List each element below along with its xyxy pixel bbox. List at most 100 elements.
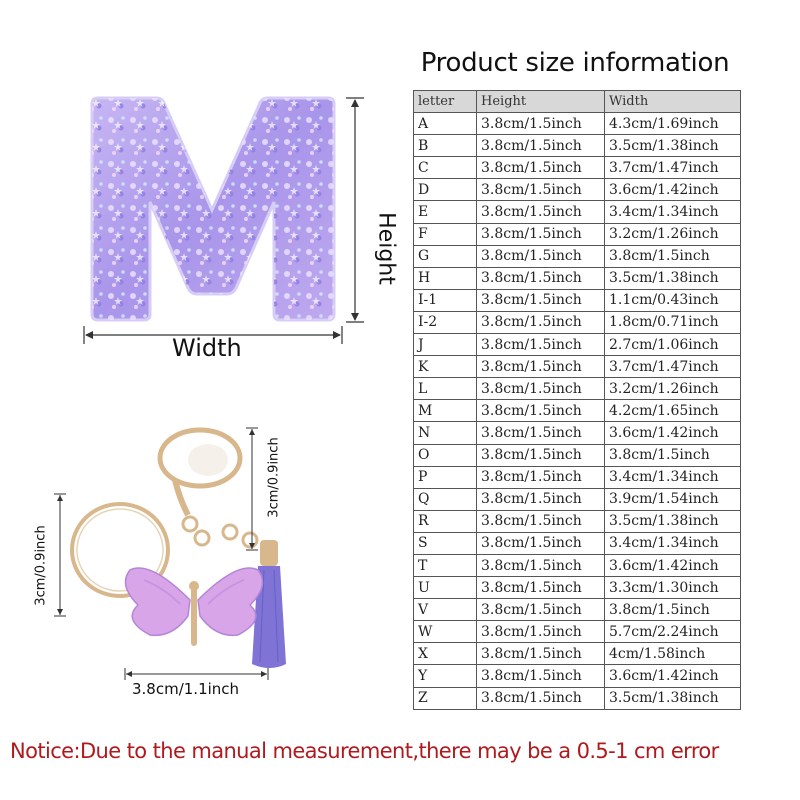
height-cell: 3.8cm/1.5inch bbox=[476, 421, 605, 445]
width-cell: 1.8cm/0.71inch bbox=[604, 310, 741, 335]
column-header-height: Height bbox=[476, 89, 605, 114]
letter-cell: E bbox=[413, 200, 477, 224]
letter-cell: S bbox=[413, 531, 477, 555]
height-cell: 3.8cm/1.5inch bbox=[476, 244, 605, 268]
letter-cell: M bbox=[413, 399, 477, 423]
height-cell: 3.8cm/1.5inch bbox=[476, 576, 605, 600]
height-label: Height bbox=[373, 212, 399, 285]
height-cell: 3.8cm/1.5inch bbox=[476, 465, 605, 489]
keychain-height-arrow-right bbox=[246, 427, 258, 551]
height-cell: 3.8cm/1.5inch bbox=[476, 598, 605, 622]
width-label: Width bbox=[172, 334, 242, 362]
letter-cell: O bbox=[413, 443, 477, 467]
height-cell: 3.8cm/1.5inch bbox=[476, 620, 605, 644]
width-cell: 3.5cm/1.38inch bbox=[604, 266, 741, 290]
width-cell: 4cm/1.58inch bbox=[604, 642, 741, 666]
width-cell: 3.4cm/1.34inch bbox=[604, 200, 741, 224]
butterfly-keychain-image bbox=[70, 427, 286, 668]
width-cell: 3.8cm/1.5inch bbox=[604, 598, 741, 622]
letter-cell: Z bbox=[413, 686, 477, 710]
height-dimension-arrow bbox=[346, 97, 364, 323]
height-cell: 3.8cm/1.5inch bbox=[476, 200, 605, 224]
letter-cell: V bbox=[413, 598, 477, 622]
letter-cell: B bbox=[413, 134, 477, 158]
width-cell: 4.3cm/1.69inch bbox=[604, 112, 741, 136]
height-cell: 3.8cm/1.5inch bbox=[476, 642, 605, 666]
width-cell: 3.4cm/1.34inch bbox=[604, 465, 741, 489]
table-header-row: letter Height Width bbox=[413, 89, 741, 114]
width-cell: 3.7cm/1.47inch bbox=[604, 355, 741, 379]
letter-cell: R bbox=[413, 509, 477, 533]
height-cell: 3.8cm/1.5inch bbox=[476, 399, 605, 423]
letter-cell: F bbox=[413, 222, 477, 246]
letter-cell: U bbox=[413, 576, 477, 600]
letter-cell: G bbox=[413, 244, 477, 268]
height-cell: 3.8cm/1.5inch bbox=[476, 333, 605, 357]
width-cell: 3.3cm/1.30inch bbox=[604, 576, 741, 600]
letter-cell: I-1 bbox=[413, 288, 477, 312]
width-cell: 3.6cm/1.42inch bbox=[604, 553, 741, 578]
keychain-height-label-right: 3cm/0.9inch bbox=[266, 437, 282, 518]
width-cell: 3.6cm/1.42inch bbox=[604, 178, 741, 202]
width-cell: 3.8cm/1.5inch bbox=[604, 443, 741, 467]
width-cell: 4.2cm/1.65inch bbox=[604, 399, 741, 423]
keychain-width-arrow bbox=[124, 668, 269, 680]
letter-cell: T bbox=[413, 553, 477, 578]
width-dimension-arrow bbox=[83, 326, 343, 344]
width-cell: 1.1cm/0.43inch bbox=[604, 288, 741, 312]
page-title: Product size information bbox=[420, 48, 730, 78]
height-cell: 3.8cm/1.5inch bbox=[476, 178, 605, 202]
letter-cell: K bbox=[413, 355, 477, 379]
height-cell: 3.8cm/1.5inch bbox=[476, 134, 605, 158]
letter-cell: P bbox=[413, 465, 477, 489]
height-cell: 3.8cm/1.5inch bbox=[476, 288, 605, 312]
height-cell: 3.8cm/1.5inch bbox=[476, 553, 605, 578]
width-cell: 3.6cm/1.42inch bbox=[604, 664, 741, 688]
height-cell: 3.8cm/1.5inch bbox=[476, 443, 605, 467]
letter-cell: I-2 bbox=[413, 310, 477, 335]
letter-cell: L bbox=[413, 377, 477, 401]
width-cell: 3.5cm/1.38inch bbox=[604, 686, 741, 710]
height-cell: 3.8cm/1.5inch bbox=[476, 377, 605, 401]
width-cell: 3.7cm/1.47inch bbox=[604, 156, 741, 180]
letter-cell: D bbox=[413, 178, 477, 202]
height-cell: 3.8cm/1.5inch bbox=[476, 266, 605, 290]
height-cell: 3.8cm/1.5inch bbox=[476, 664, 605, 688]
height-cell: 3.8cm/1.5inch bbox=[476, 531, 605, 555]
letter-cell: W bbox=[413, 620, 477, 644]
height-cell: 3.8cm/1.5inch bbox=[476, 156, 605, 180]
height-cell: 3.8cm/1.5inch bbox=[476, 355, 605, 379]
width-cell: 3.5cm/1.38inch bbox=[604, 509, 741, 533]
width-cell: 3.4cm/1.34inch bbox=[604, 531, 741, 555]
width-cell: 2.7cm/1.06inch bbox=[604, 333, 741, 357]
height-cell: 3.8cm/1.5inch bbox=[476, 222, 605, 246]
letter-cell: Y bbox=[413, 664, 477, 688]
width-cell: 3.6cm/1.42inch bbox=[604, 421, 741, 445]
letter-cell: N bbox=[413, 421, 477, 445]
